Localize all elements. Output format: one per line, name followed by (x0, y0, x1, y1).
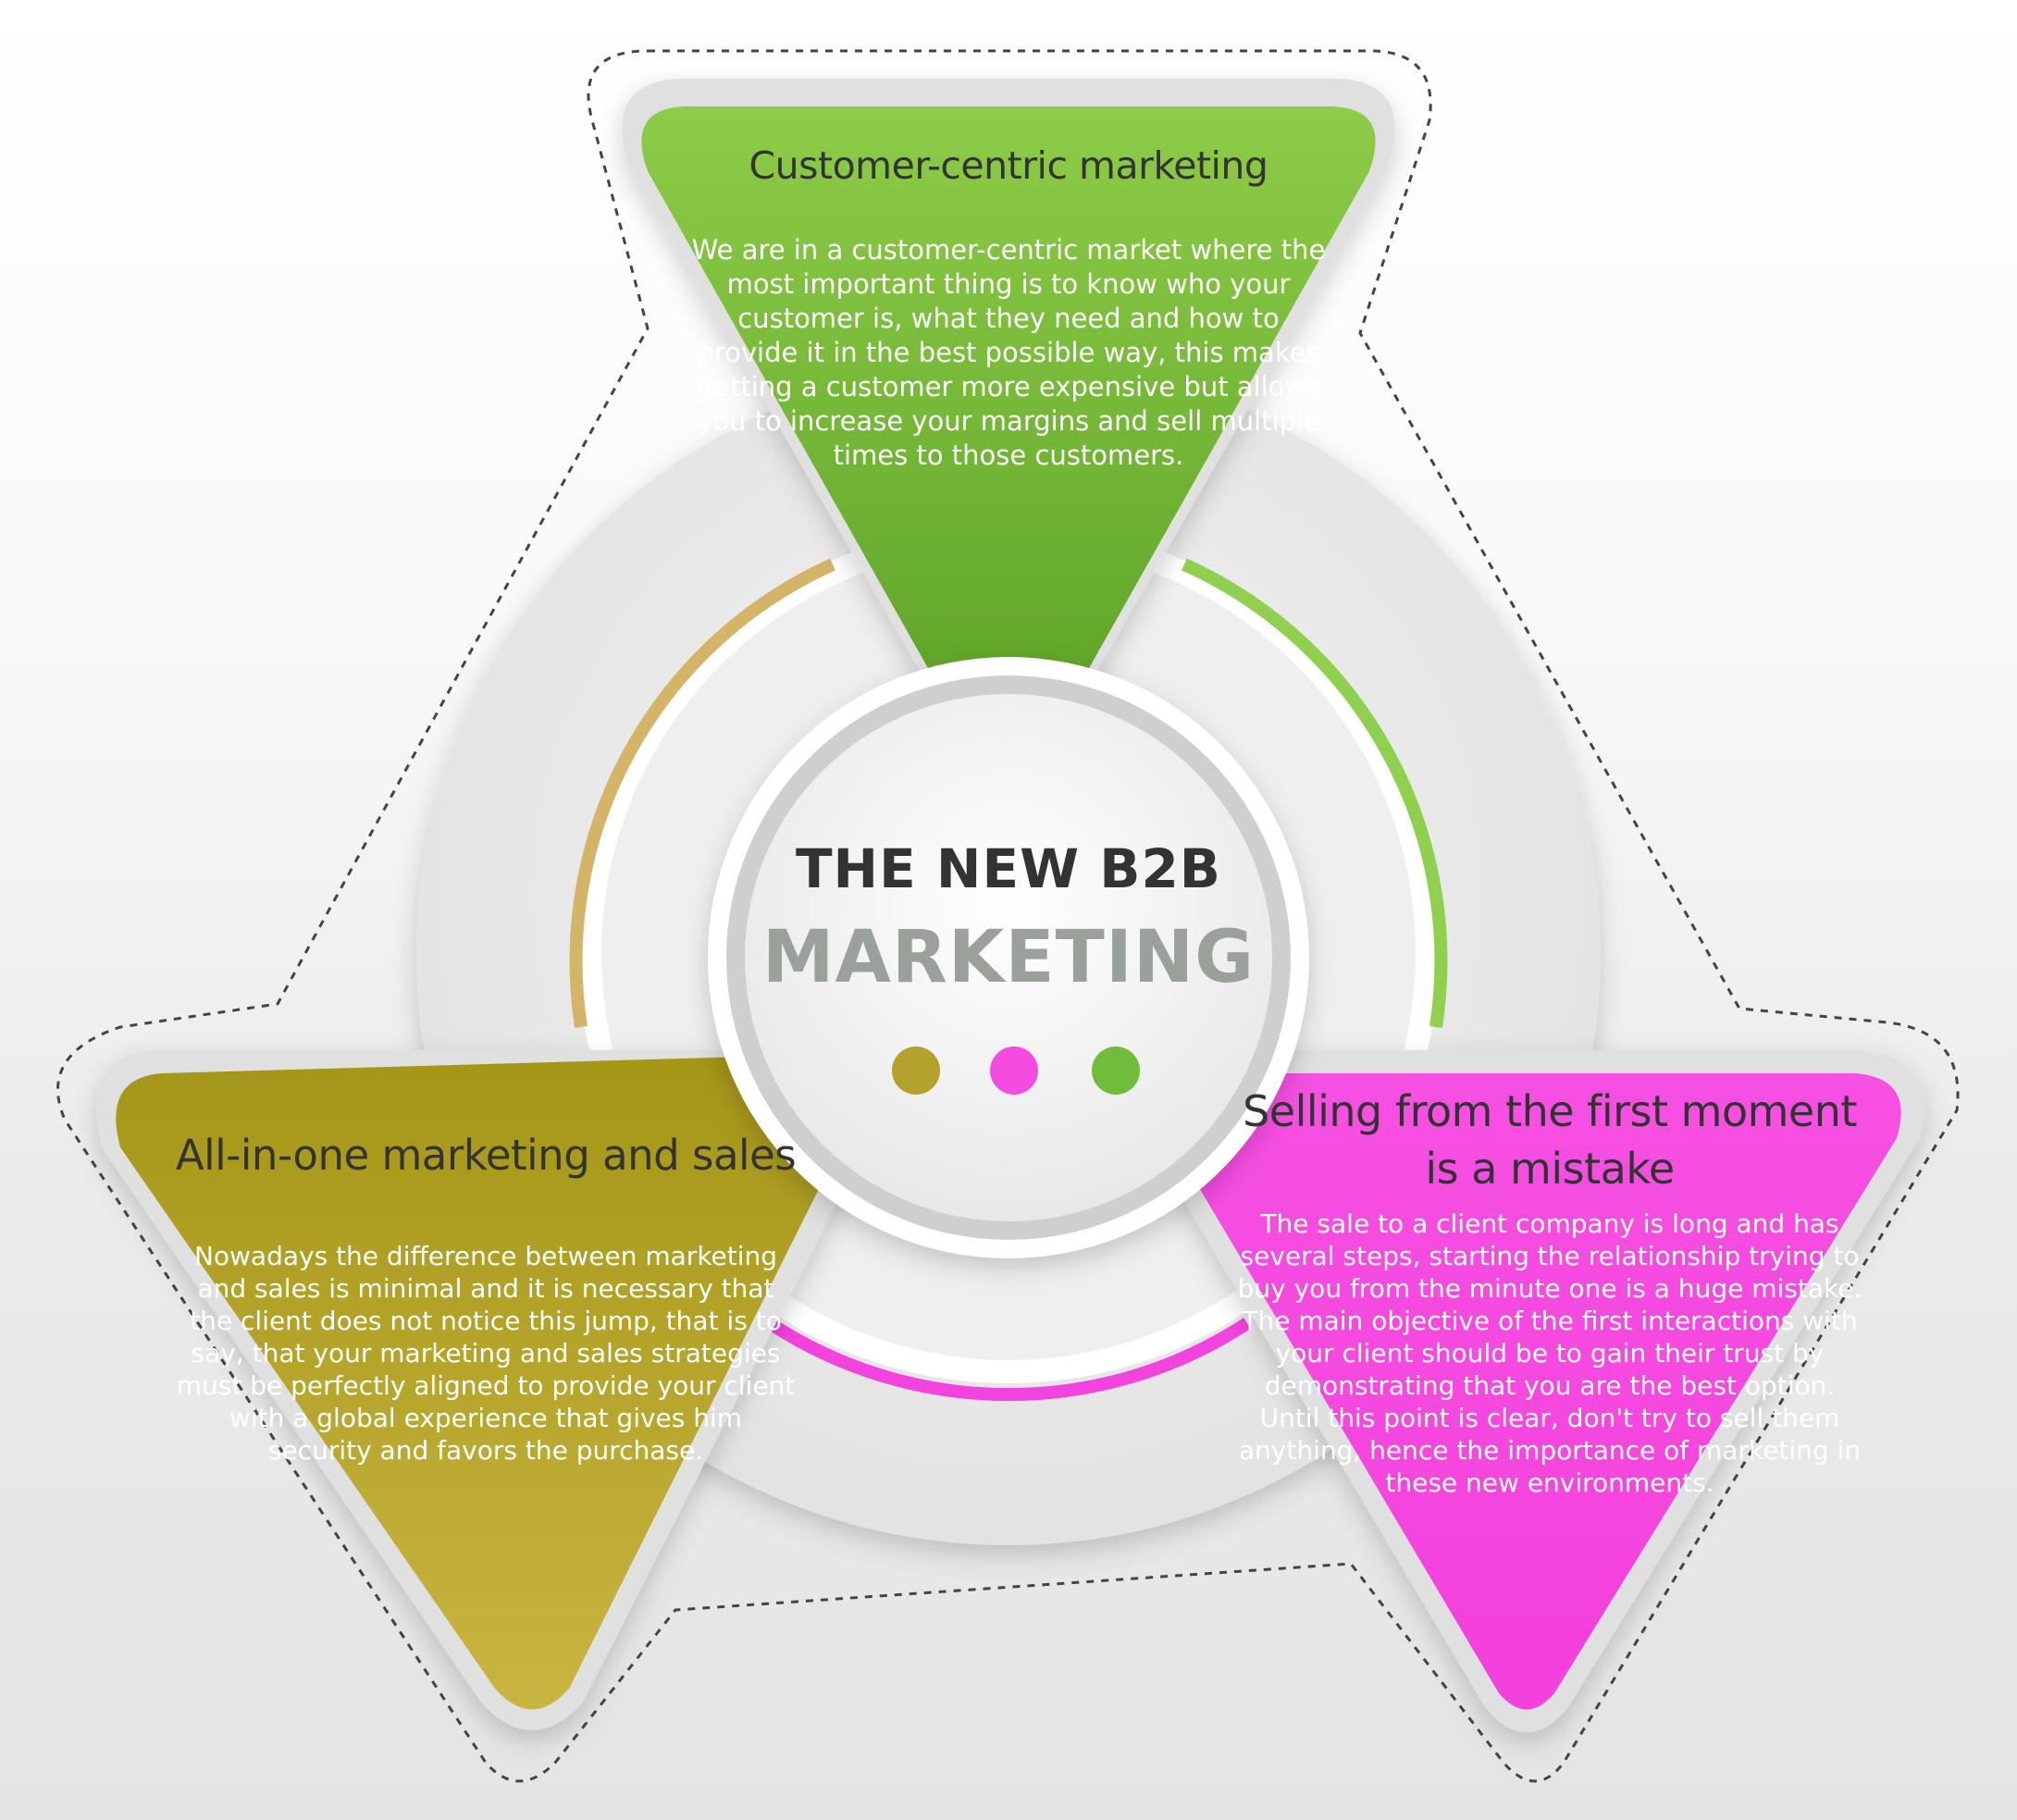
hub-face (745, 694, 1272, 1221)
dashed-outline (56, 49, 1960, 1783)
triangle-magenta (1166, 1050, 1925, 1733)
olive-segment-title: All-in-one marketing and sales (175, 1131, 797, 1180)
green-segment-title: Customer-centric marketing (749, 143, 1268, 188)
arc-magenta (766, 1318, 1251, 1402)
center-title-line1: THE NEW B2B (795, 837, 1222, 900)
magenta-segment-title: Selling from the first moment is a mista… (1243, 1086, 1857, 1194)
magenta-segment-body: The sale to a client company is long and… (1237, 1208, 1862, 1498)
arc-green (1182, 558, 1448, 1029)
olive-segment-body: Nowadays the difference between marketin… (176, 1241, 796, 1466)
dot-green (1092, 1046, 1140, 1095)
arc-olive (569, 558, 835, 1029)
green-segment-body: We are in a customer-centric market wher… (691, 234, 1326, 471)
triangle-green (622, 79, 1395, 712)
triangle-olive (96, 1050, 852, 1730)
dot-magenta (990, 1046, 1038, 1095)
center-title-line2: MARKETING (761, 916, 1256, 999)
dot-olive (892, 1046, 940, 1095)
